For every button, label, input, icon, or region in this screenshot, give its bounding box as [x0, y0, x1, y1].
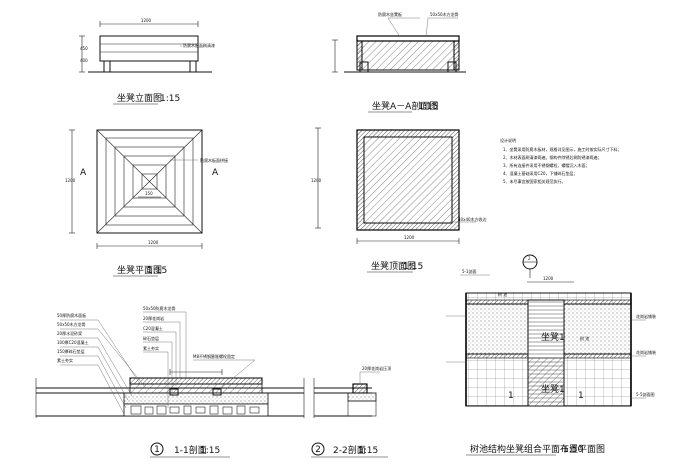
site-num-1: 1 — [508, 391, 514, 401]
mid-callout: 碎石垫层 — [143, 335, 159, 341]
top-view: 1200 40x40木方收边 1200 坐凳顶面图 1:15 — [311, 127, 487, 273]
elev-height-dim: 450 — [80, 46, 88, 51]
note-item: 1、坐凳采用防腐木板材，规格详见图示，施工时按实际尺寸下料； — [503, 146, 622, 152]
plan-height-dim: 1200 — [65, 178, 76, 183]
site-label-right: 树 池 — [580, 335, 589, 341]
notes-heading: 设计说明 — [500, 137, 516, 143]
bolt-callout: M8不锈钢膨胀螺栓固定 — [193, 353, 235, 359]
section-aa-scale: 1:15 — [418, 102, 438, 112]
site-seat-label-2: 坐凳1 — [541, 384, 565, 395]
section-marker-a-right: A — [212, 168, 219, 178]
note-item: 5、未尽事宜按国家相关规范执行。 — [503, 178, 566, 184]
site-seat-label-1: 坐凳1 — [541, 332, 565, 343]
section-22-view: 20厚花岗岩压顶 2 2-2剖面 1:15 — [311, 365, 391, 458]
section-22-scale: 1:15 — [358, 446, 378, 456]
design-notes: 设计说明 1、坐凳采用防腐木板材，规格详见图示，施工时按实际尺寸下料； 2、木材… — [500, 137, 622, 184]
plan-view: 1200 A A 150 防腐木板面拼接 1200 坐凳平面图 1:15 — [65, 129, 228, 277]
mid-callout: 素土夯实 — [143, 345, 159, 351]
section-11-view: 50厚防腐木面板 50x50木方龙骨 20厚水泥砂浆 100厚C20混凝土 15… — [35, 305, 305, 458]
plan-callout: 防腐木板面拼接 — [200, 157, 228, 163]
plan-outer-square — [96, 129, 203, 234]
section-11-number: 1 — [154, 445, 160, 455]
site-plan-title: 树池结构坐凳组合平面布置平面图 — [470, 443, 605, 455]
plan-title: 坐凳平面图 — [117, 265, 162, 276]
layer-callout: 100厚C20混凝土 — [57, 339, 89, 345]
section-11-scale: 1:15 — [200, 446, 220, 456]
mid-callout: C20混凝土 — [143, 325, 163, 331]
section-aa-title: 坐凳A－A剖面图 — [372, 100, 438, 112]
layer-callout: 50x50木方龙骨 — [57, 321, 86, 327]
section-11-title: 1-1剖面 — [174, 444, 207, 456]
site-plan-scale: 1:50 — [563, 445, 583, 455]
elev-width-dim: 1200 — [141, 18, 152, 23]
note-item: 2、木材表面刷清漆两遍，钢构件除锈后刷防锈漆两遍； — [503, 154, 602, 160]
elevation-title: 坐凳立面图 — [117, 92, 162, 104]
layer-callout: 20厚水泥砂浆 — [57, 330, 82, 336]
elevation-view: 1200 450 400 防腐木板面刷清漆 坐凳立面图 1:15 — [79, 18, 215, 105]
mid-callout: 20厚花岗岩 — [143, 315, 164, 321]
plan-inner-dim: 150 — [145, 191, 153, 196]
site-top-dim: 1200 — [543, 276, 554, 281]
section-aa-view: 防腐木坐凳板 50x50木方龙骨 坐凳A－A剖面图 1:15 — [332, 11, 466, 113]
mid-callout: 50x50防腐木龙骨 — [143, 305, 176, 311]
elev-callout: 防腐木板面刷清漆 — [183, 42, 215, 48]
top-title: 坐凳顶面图 — [371, 261, 416, 272]
sec-callout-2: 50x50木方龙骨 — [430, 11, 459, 17]
site-callout-r2: 花岗岩铺装 — [636, 349, 656, 355]
layer-callout: 150厚碎石垫层 — [57, 348, 85, 354]
elev-seat-board — [99, 35, 199, 62]
section-22-symbol — [311, 442, 325, 456]
plan-width-dim: 1200 — [148, 240, 159, 245]
site-num-2: 1 — [578, 391, 584, 401]
top-height-dim: 1200 — [311, 178, 322, 183]
section-marker-a-left: A — [80, 168, 87, 178]
section-22-number: 2 — [315, 445, 321, 455]
layer-callout: 50厚防腐木面板 — [57, 312, 86, 318]
section-ref-number: 2 — [528, 256, 531, 261]
top-scale: 1:15 — [403, 262, 423, 272]
site-callout-left: 5-1剖面 — [462, 268, 477, 274]
section-11-symbol — [150, 442, 164, 456]
plan-scale: 1:15 — [147, 266, 167, 276]
top-width-dim: 1200 — [404, 235, 415, 240]
elev-height-dim-2: 400 — [80, 58, 88, 63]
note-item: 4、混凝土基础采用C20，下铺碎石垫层； — [503, 170, 577, 176]
elevation-scale: 1:15 — [160, 94, 180, 104]
sec-callout-1: 防腐木坐凳板 — [378, 11, 402, 17]
top-callout: 40x40木方收边 — [458, 216, 487, 222]
note-item: 3、所有连接件采用不锈钢螺栓，螺帽沉入木面； — [503, 162, 590, 168]
section-22-title: 2-2剖面 — [333, 444, 366, 456]
s22-callout: 20厚花岗岩压顶 — [362, 365, 391, 371]
site-plan-view: 2 5-1剖面 1200 树 池 坐凳1 坐凳1 树 池 1 1 花岗岩铺装 花… — [446, 254, 656, 456]
site-callout-r1: 花岗岩铺装 — [636, 313, 656, 319]
site-callout-r3: 5-5剖面图 — [636, 391, 655, 397]
layer-callout: 素土夯实 — [57, 357, 73, 363]
